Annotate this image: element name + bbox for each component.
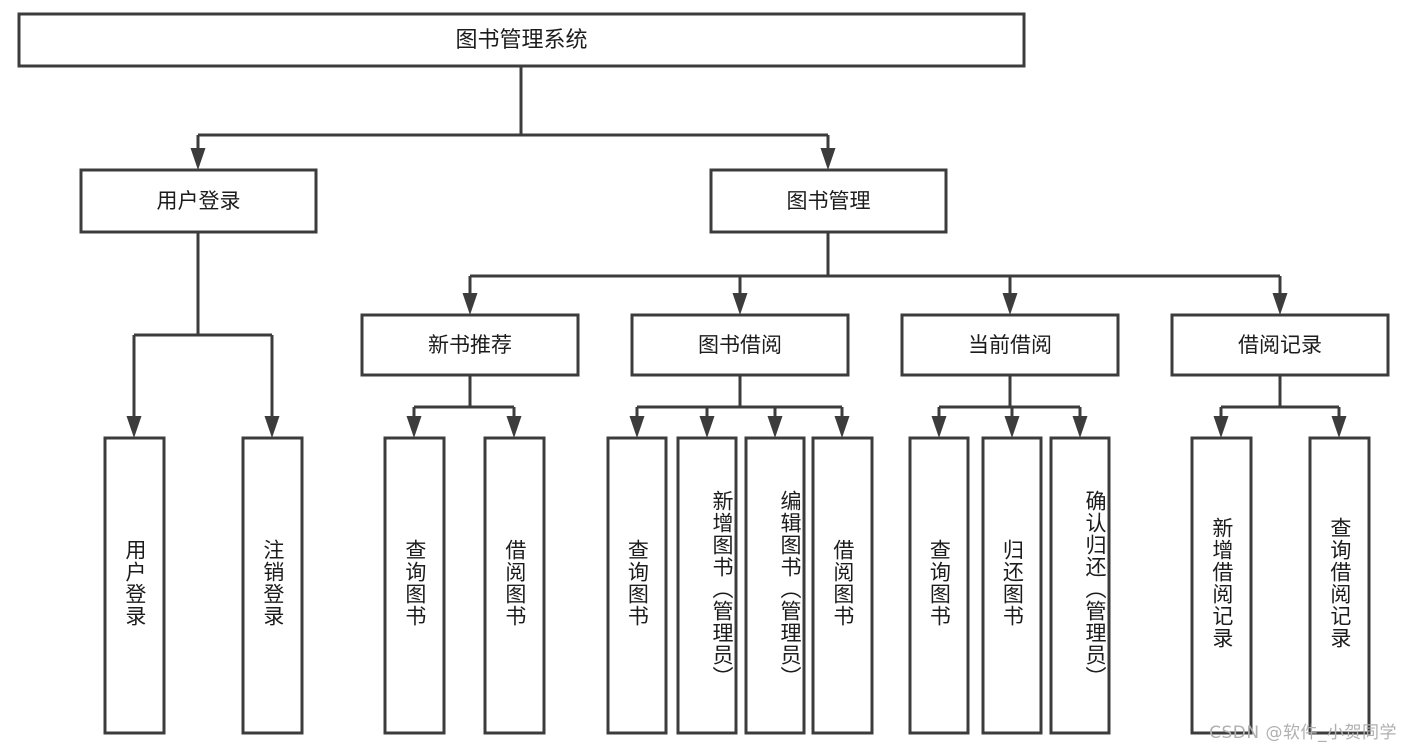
node-user-login-label: 用户登录 [157,189,241,213]
node-leaf-query-book-rec-box [383,436,446,735]
node-leaf-user-login-box [103,436,166,735]
node-leaf-confirm-return-box [1049,436,1111,735]
root-arrow-1-head [820,148,836,170]
book-manage-arrow-1-head [732,293,748,315]
group-borrow-record-arrow-1-head [1331,416,1347,438]
node-leaf-add-record-box [1190,436,1253,735]
node-leaf-user-logout-box [241,436,304,735]
node-leaf-borrow-book-rec-box [483,436,546,735]
group-book-borrow-arrow-2-head [767,416,783,438]
node-current-borrow-box [900,313,1120,377]
watermark: CSDN @软件_小贺同学 [1209,723,1397,743]
node-book-manage-box [709,168,948,234]
node-leaf-return-book-box [981,436,1043,735]
book-manage-arrow-2-head [1002,293,1018,315]
boxes-layer [17,12,1390,735]
node-leaf-query-book-cur-box [908,436,970,735]
book-manage-arrow-3-head [1272,293,1288,315]
group-current-borrow-arrow-2-head [1072,416,1088,438]
node-book-manage-label: 图书管理 [787,189,871,213]
node-current-borrow-label: 当前借阅 [968,333,1052,357]
node-leaf-query-record-box [1308,436,1371,735]
node-book-borrow-box [630,313,850,377]
group-new-book-rec-arrow-1-head [506,416,522,438]
group-current-borrow-arrow-1-head [1004,416,1020,438]
node-book-borrow-label: 图书借阅 [698,333,782,357]
group-new-book-rec-arrow-0-head [406,416,422,438]
root-node-label: 图书管理系统 [455,28,587,53]
root-node-box [17,12,1026,68]
node-leaf-query-book-box [606,436,668,735]
connectors-layer [126,66,1347,438]
node-new-book-rec-label: 新书推荐 [428,333,512,357]
book-manage-arrow-0-head [462,293,478,315]
node-borrow-record-box [1170,313,1390,377]
group-book-borrow-arrow-0-head [629,416,645,438]
group-book-borrow-arrow-3-head [834,416,850,438]
group-book-borrow-arrow-1-head [699,416,715,438]
group-current-borrow-arrow-0-head [931,416,947,438]
node-user-login-box [79,168,318,234]
group-borrow-record-arrow-0-head [1213,416,1229,438]
root-arrow-0-head [190,148,206,170]
node-leaf-add-book-box [676,436,738,735]
node-borrow-record-label: 借阅记录 [1238,333,1322,357]
user-login-arrow-0-head [126,416,142,438]
node-leaf-borrow-book-box [811,436,874,735]
node-new-book-rec-box [360,313,580,377]
user-login-arrow-1-head [264,416,280,438]
node-leaf-edit-book-box [744,436,806,735]
